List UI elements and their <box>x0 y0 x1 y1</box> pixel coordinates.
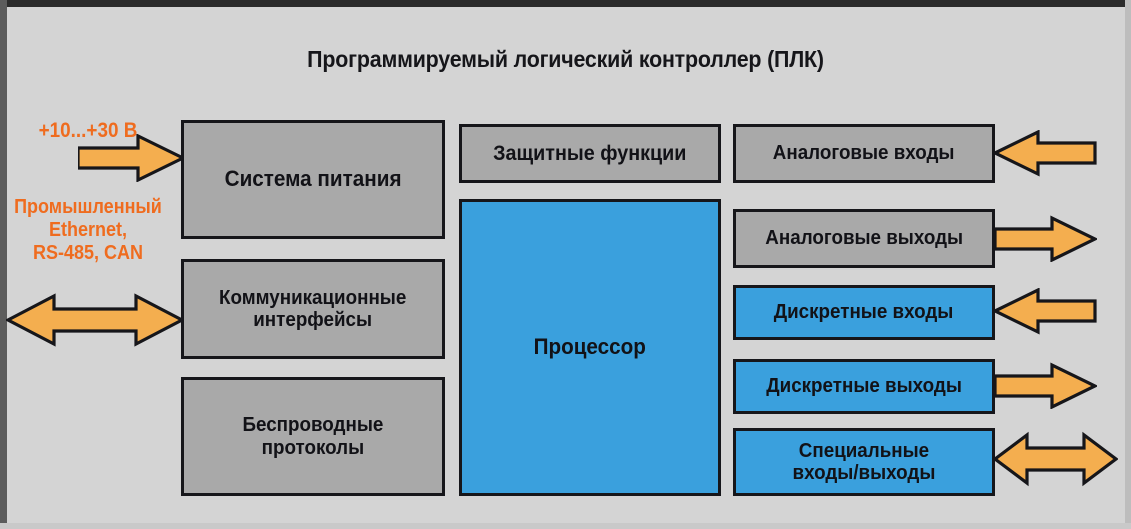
discrete-outputs-arrow-icon <box>993 362 1097 409</box>
block-discrete-outputs-label: Дискретные выходы <box>766 375 962 398</box>
communication-bidirectional-arrow-icon <box>6 293 184 347</box>
frame-border-top <box>0 0 1131 7</box>
block-processor[interactable]: Процессор <box>459 199 721 496</box>
block-discrete-inputs-label: Дискретные входы <box>774 301 954 324</box>
block-analog-inputs[interactable]: Аналоговые входы <box>733 124 995 183</box>
frame-border-left <box>0 0 7 529</box>
special-io-bidirectional-arrow-icon <box>993 431 1118 487</box>
diagram-title: Программируемый логический контроллер (П… <box>307 46 824 72</box>
block-special-io[interactable]: Специальные входы/выходы <box>733 428 995 496</box>
frame-border-right <box>1125 0 1131 529</box>
block-protective-functions-label: Защитные функции <box>493 141 687 165</box>
block-analog-outputs[interactable]: Аналоговые выходы <box>733 209 995 268</box>
frame-border-bottom <box>0 523 1131 529</box>
block-protective-functions[interactable]: Защитные функции <box>459 124 721 183</box>
block-processor-label: Процессор <box>533 334 647 360</box>
comm-label: Промышленный Ethernet, RS-485, CAN <box>14 196 162 264</box>
block-wireless-protocols-label: Беспроводные протоколы <box>242 414 384 459</box>
analog-inputs-arrow-icon <box>993 130 1097 177</box>
block-communication-interfaces[interactable]: Коммуникационные интерфейсы <box>181 259 445 359</box>
block-special-io-label: Специальные входы/выходы <box>792 439 936 484</box>
block-power-system[interactable]: Система питания <box>181 120 445 239</box>
discrete-inputs-arrow-icon <box>993 288 1097 335</box>
block-wireless-protocols[interactable]: Беспроводные протоколы <box>181 377 445 496</box>
block-analog-outputs-label: Аналоговые выходы <box>765 227 963 250</box>
block-discrete-outputs[interactable]: Дискретные выходы <box>733 359 995 414</box>
power-input-arrow-icon <box>78 134 184 182</box>
power-supply-label: +10...+30 В <box>38 119 138 142</box>
analog-outputs-arrow-icon <box>993 215 1097 262</box>
block-power-system-label: Система питания <box>224 166 402 192</box>
block-discrete-inputs[interactable]: Дискретные входы <box>733 285 995 340</box>
block-communication-interfaces-label: Коммуникационные интерфейсы <box>219 286 407 331</box>
block-analog-inputs-label: Аналоговые входы <box>773 142 955 165</box>
